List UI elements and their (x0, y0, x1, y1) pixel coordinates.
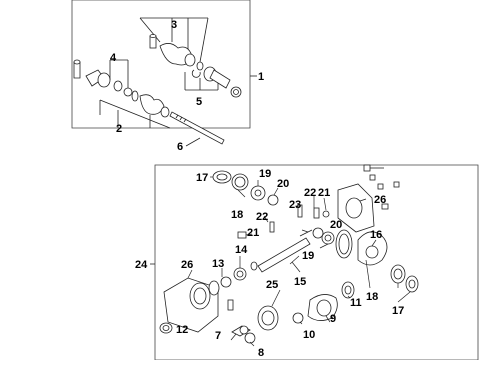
leader-6 (185, 137, 201, 147)
lower-panel-frame (154, 164, 479, 361)
callout-16: 16 (370, 229, 382, 241)
callout-22a: 22 (256, 211, 268, 223)
seal-ring-part (230, 86, 242, 98)
callout-25: 25 (266, 279, 278, 291)
callout-24: 24 (135, 259, 148, 271)
callout-20a: 20 (277, 178, 289, 190)
callout-1: 1 (258, 71, 264, 83)
callout-20b: 20 (330, 219, 342, 231)
callout-26b: 26 (374, 194, 386, 206)
shaft-part (169, 111, 225, 145)
callout-21a: 21 (247, 227, 259, 239)
callout-19a: 19 (259, 168, 271, 180)
bracket-2 (99, 99, 171, 129)
bracket-3 (139, 17, 209, 63)
callout-7: 7 (215, 330, 221, 342)
callout-13: 13 (212, 258, 224, 270)
callout-10: 10 (303, 329, 315, 341)
callout-15: 15 (294, 276, 306, 288)
callout-2: 2 (116, 123, 122, 135)
bracket-5 (184, 72, 219, 91)
callout-14: 14 (235, 244, 248, 256)
callout-5: 5 (196, 96, 202, 108)
cover-part (337, 183, 375, 233)
callout-19b: 19 (302, 250, 314, 262)
axle-shaft-drawing (73, 34, 242, 145)
bearing-part (212, 170, 232, 184)
callout-23: 23 (289, 199, 301, 211)
callout-17a: 17 (196, 172, 208, 184)
callout-18a: 18 (231, 209, 243, 221)
callout-18b: 18 (366, 291, 378, 303)
callout-11: 11 (350, 297, 362, 309)
callout-3: 3 (171, 19, 177, 31)
callout-6: 6 (177, 141, 183, 153)
callout-4: 4 (110, 52, 117, 64)
callout-12: 12 (176, 324, 188, 336)
callout-8: 8 (258, 347, 264, 359)
callout-22b: 22 (304, 187, 316, 199)
boot-part (139, 94, 165, 115)
collar-part (307, 294, 338, 321)
callout-26a: 26 (181, 259, 193, 271)
callout-21b: 21 (318, 187, 330, 199)
pinion-bearing-part (257, 305, 279, 331)
leader-lines (187, 176, 411, 347)
pinion-shaft-part (257, 237, 311, 273)
callout-numbers: 1 2 3 4 5 6 7 8 9 10 11 12 13 14 15 16 1… (110, 19, 404, 359)
callout-17b: 17 (392, 305, 404, 317)
callout-9: 9 (330, 313, 336, 325)
diff-case-part (357, 231, 388, 266)
bracket-4 (109, 59, 129, 92)
